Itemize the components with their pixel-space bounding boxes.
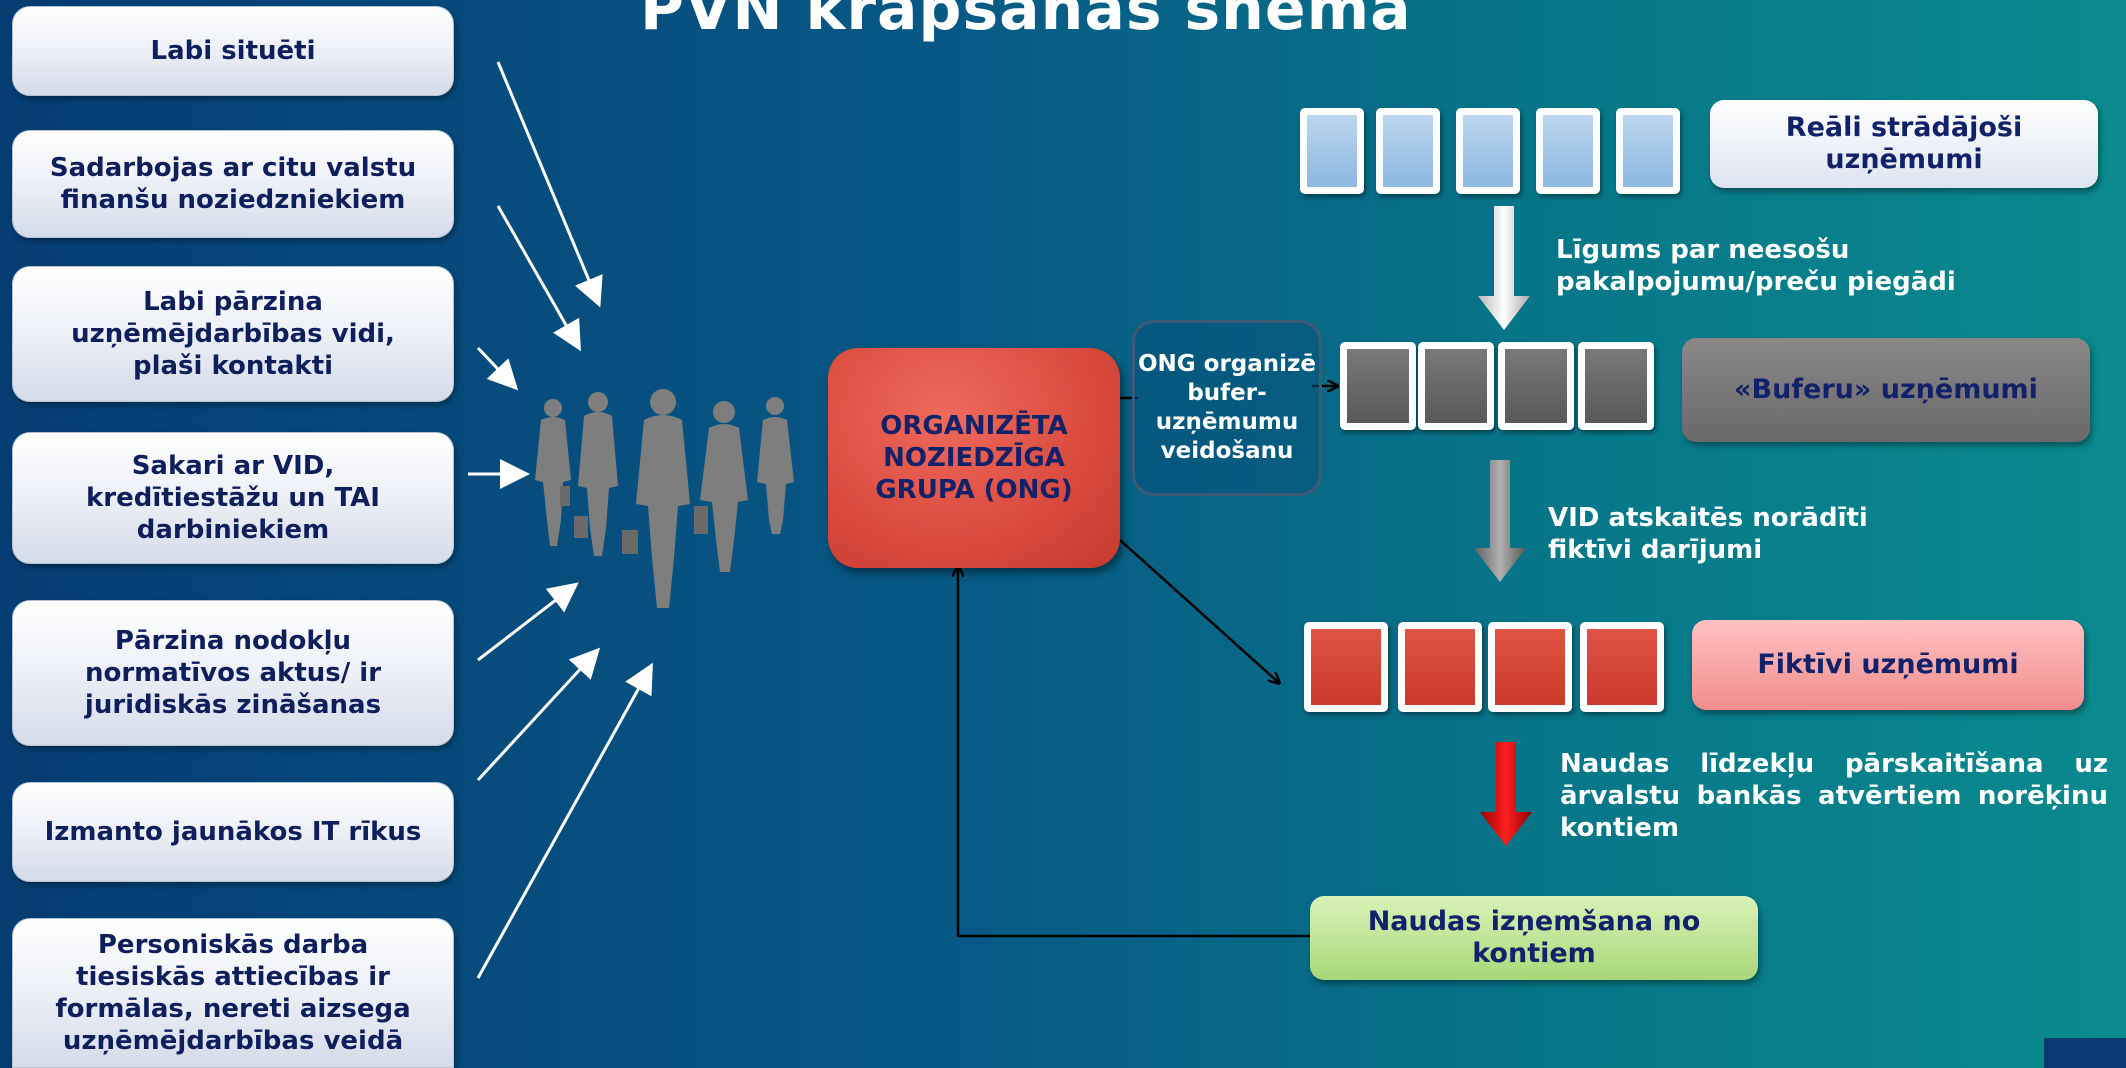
down-arrow-white [1478,206,1530,330]
ong-to-fictive-arrow [1119,539,1278,682]
trait-label: Pārzina nodokļu normatīvos aktus/ ir jur… [84,626,382,720]
ong-organizes-line: veidošanu [1160,438,1294,464]
vid-note-line: VID atskaitēs norādīti [1548,503,1868,533]
trait-arrow [476,662,653,979]
fictive-company-square [1398,622,1482,712]
vid-note: VID atskaitēs norādīti fiktīvi darījumi [1548,502,1868,566]
ong-organizes-line: bufer- [1187,380,1267,406]
trait-box: Izmanto jaunākos IT rīkus [12,782,454,882]
fictive-company-square [1580,622,1664,712]
trait-label: Personiskās darba tiesiskās attiecības i… [55,930,411,1056]
trait-arrow [496,61,603,308]
ong-organizes-line: ONG organizē [1137,351,1317,377]
transfer-note: Naudas līdzekļu pārskaitīšana uz ārvalst… [1560,749,2108,843]
trait-box: Sadarbojas ar citu valstu finanšu nozied… [12,130,454,238]
contract-note-line: Līgums par neesošu [1556,235,1850,265]
real-company-square [1536,108,1600,194]
trait-box: Labi pārzina uzņēmējdarbības vidi, plaši… [12,266,454,402]
trait-box: Sakari ar VID, kredītiestāžu un TAI darb… [12,432,454,564]
fictive-companies-text: Fiktīvi uzņēmumi [1757,649,2019,680]
buffer-company-square [1498,342,1574,430]
trait-arrow [496,205,581,352]
real-company-square [1376,108,1440,194]
trait-label: Sadarbojas ar citu valstu finanšu nozied… [49,153,417,215]
real-company-square [1300,108,1364,194]
trait-label: Sakari ar VID, kredītiestāžu un TAI darb… [86,451,380,545]
ong-box: ORGANIZĒTA NOZIEDZĪGA GRUPA (ONG) [828,348,1120,568]
contract-note: Līgums par neesošu pakalpojumu/preču pie… [1556,234,1956,298]
buffer-company-square [1418,342,1494,430]
trait-box: Personiskās darba tiesiskās attiecības i… [12,918,454,1068]
trait-arrow [476,647,601,782]
fictive-company-square [1304,622,1388,712]
cash-withdrawal-text: Naudas izņemšana no kontiem [1367,906,1701,969]
trait-label: Labi situēti [150,36,316,66]
buffer-companies-label: «Buferu» uzņēmumi [1682,338,2090,442]
withdrawal-return-arrow [958,568,1310,938]
trait-arrow [477,582,579,662]
cash-withdrawal-box: Naudas izņemšana no kontiem [1310,896,1758,980]
ong-label-line: GRUPA (ONG) [875,475,1073,505]
fictive-company-square [1488,622,1572,712]
trait-label: Izmanto jaunākos IT rīkus [44,817,422,847]
real-companies-label: Reāli strādājoši uzņēmumi [1710,100,2098,188]
fictive-companies-label: Fiktīvi uzņēmumi [1692,620,2084,710]
ong-organizes-box: ONG organizē bufer- uzņēmumu veidošanu [1132,320,1322,496]
real-company-square [1456,108,1520,194]
buffer-companies-text: «Buferu» uzņēmumi [1734,374,2038,405]
corner-decoration [2044,1038,2126,1068]
trait-arrow [476,346,519,391]
down-arrow-red [1480,742,1532,846]
trait-box: Labi situēti [12,6,454,96]
real-companies-text: Reāli strādājoši uzņēmumi [1785,112,2023,175]
buffer-company-square [1578,342,1654,430]
ong-label-line: ORGANIZĒTA [880,411,1068,441]
page-title: PVN krāpšanas shēma [640,0,1412,44]
real-company-square [1616,108,1680,194]
buffer-company-square [1340,342,1416,430]
vid-note-line: fiktīvi darījumi [1548,535,1763,565]
contract-note-line: pakalpojumu/preču piegādi [1556,267,1956,297]
trait-label: Labi pārzina uzņēmējdarbības vidi, plaši… [71,287,395,381]
ong-label-line: NOZIEDZĪGA [883,443,1065,473]
people-group-icon [535,389,794,608]
trait-box: Pārzina nodokļu normatīvos aktus/ ir jur… [12,600,454,746]
ong-organizes-line: uzņēmumu [1155,409,1299,435]
down-arrow-grey [1474,460,1526,582]
